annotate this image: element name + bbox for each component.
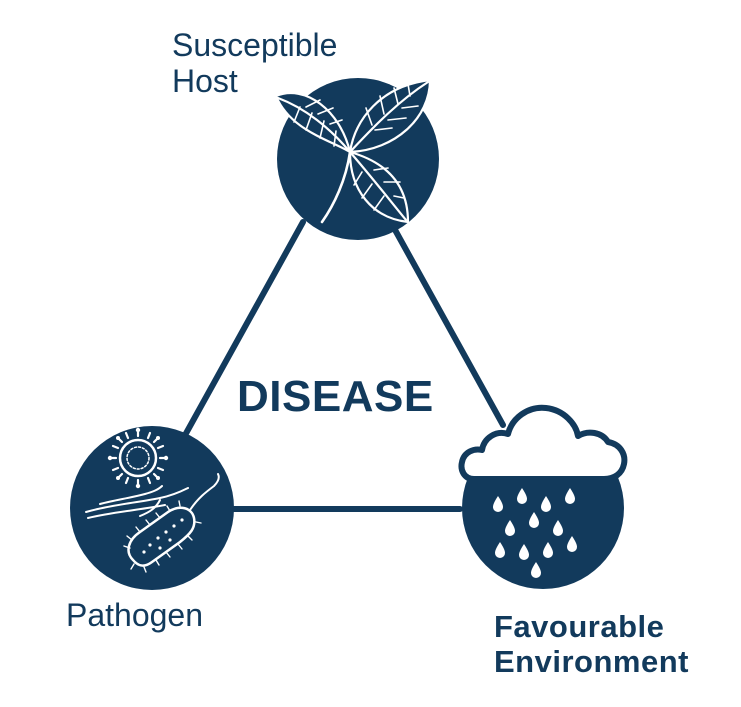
host-node <box>274 78 439 240</box>
edge-host-pathogen <box>181 219 306 440</box>
pathogen-label-line1: Pathogen <box>66 597 204 633</box>
pathogen-node <box>70 426 234 590</box>
pathogen-label: Pathogen <box>66 597 204 634</box>
environment-label: Favourable Environment <box>494 609 689 679</box>
environment-node <box>458 404 628 589</box>
rain-cloud-icon <box>458 404 628 578</box>
triangle-edges <box>181 219 506 512</box>
host-label-line2: Host <box>172 62 238 99</box>
hyphae-icon <box>85 485 189 519</box>
raindrops-icon <box>493 488 577 578</box>
cloud-icon <box>458 404 628 482</box>
environment-label-line2: Environment <box>494 643 689 679</box>
host-label: Susceptible Host <box>172 27 338 100</box>
environment-label-line1: Favourable <box>494 609 665 644</box>
center-label: DISEASE <box>237 372 434 421</box>
bacterium-icon <box>123 473 220 573</box>
virus-icon <box>107 427 169 489</box>
host-label-line1: Susceptible <box>172 27 338 63</box>
microbes-icon <box>85 427 220 573</box>
edge-host-environment <box>391 225 506 428</box>
leaves-icon <box>274 78 432 224</box>
